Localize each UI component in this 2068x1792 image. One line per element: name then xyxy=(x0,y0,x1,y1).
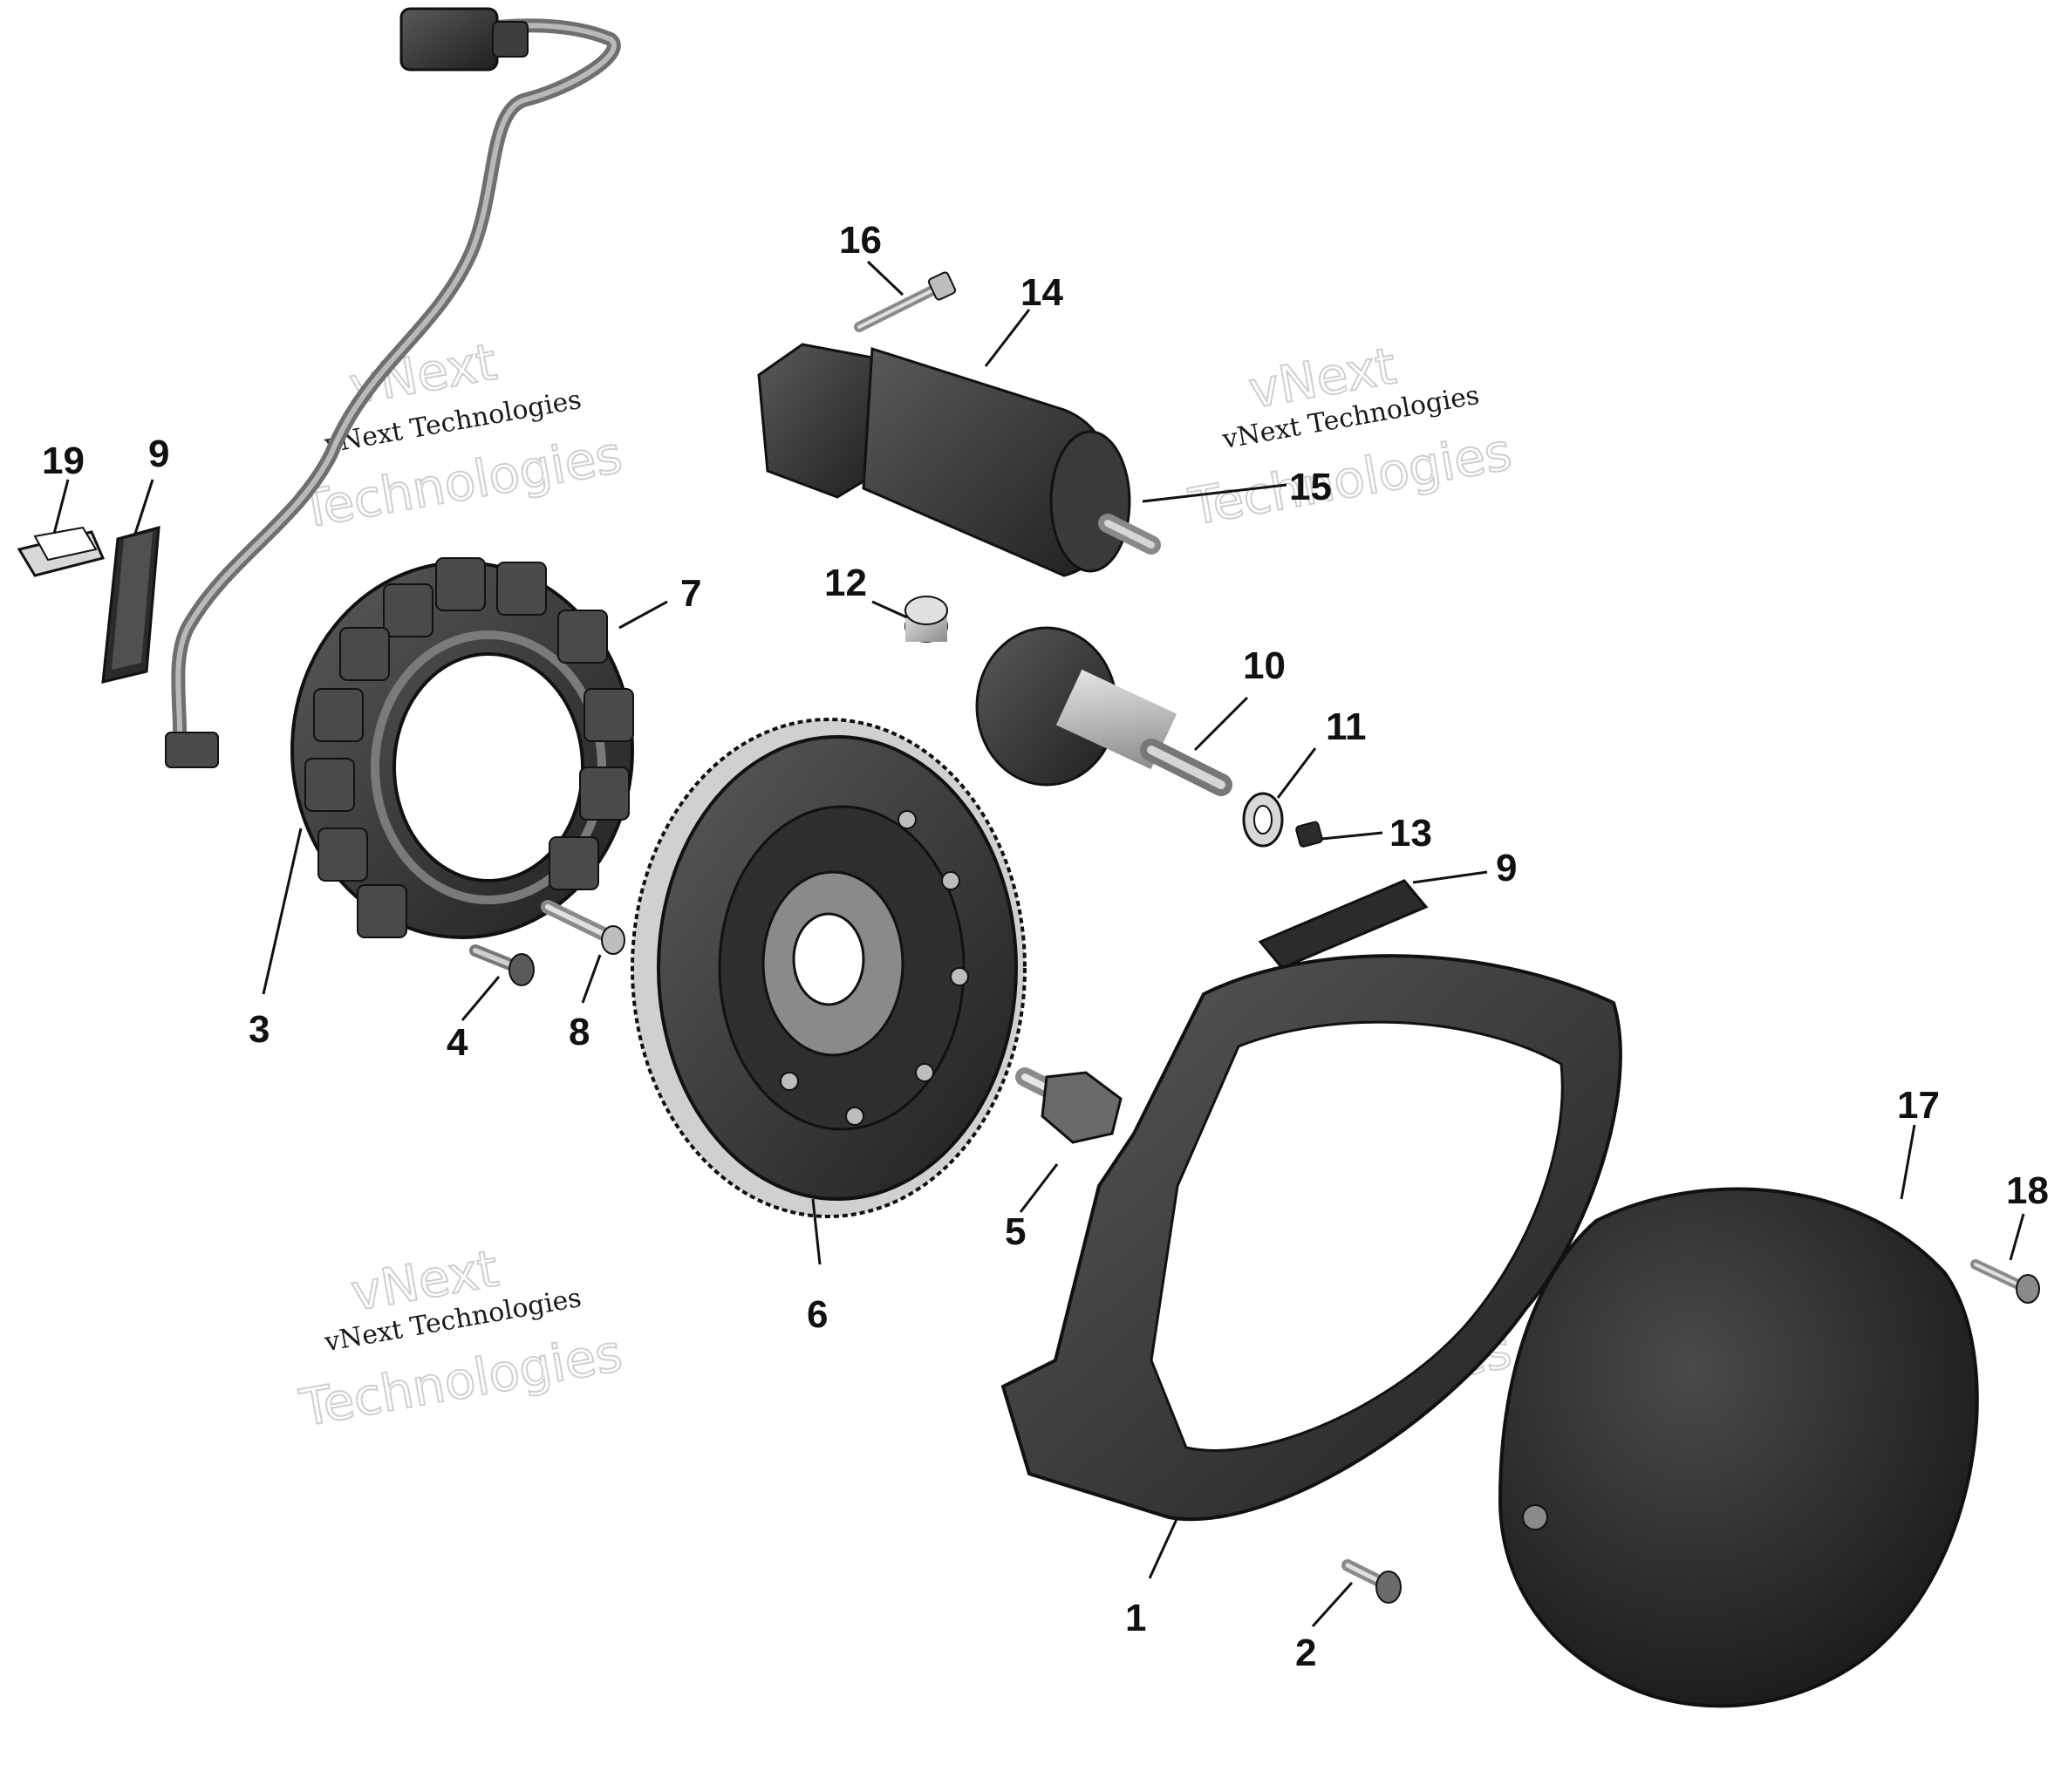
plug-bolt-5-part xyxy=(1015,1067,1123,1144)
callout-9-left: 9 xyxy=(148,433,169,475)
leader-4 xyxy=(461,976,501,1021)
leader-6 xyxy=(811,1198,822,1265)
callout-16: 16 xyxy=(839,219,882,262)
leader-1 xyxy=(1148,1516,1179,1579)
watermark-top-left: vNext vNext Technologies Technologies xyxy=(294,331,627,541)
leader-8 xyxy=(581,954,602,1004)
leader-13 xyxy=(1321,831,1383,841)
leader-7 xyxy=(618,600,668,630)
callout-7: 7 xyxy=(680,572,701,615)
callout-1: 1 xyxy=(1125,1597,1146,1639)
flywheel-part xyxy=(631,718,1027,1218)
leader-9b xyxy=(1412,870,1488,884)
leader-2 xyxy=(1311,1581,1354,1628)
wiring-harness-part xyxy=(165,7,621,768)
leader-3 xyxy=(262,828,303,995)
screw-2-part xyxy=(1341,1559,1402,1604)
tape-strip-right-part xyxy=(1258,879,1429,970)
watermark-bottom-left: vNext vNext Technologies Technologies xyxy=(294,1237,627,1439)
cover-17-part xyxy=(1498,1187,1979,1708)
leader-19 xyxy=(52,479,70,535)
screw-4-part xyxy=(469,944,535,986)
callout-14: 14 xyxy=(1020,271,1063,314)
callout-12: 12 xyxy=(824,562,867,604)
leader-10 xyxy=(1193,696,1249,752)
harness-connector xyxy=(399,7,499,72)
leader-14 xyxy=(984,309,1031,367)
bolt-18-part xyxy=(1970,1259,2040,1304)
callout-13: 13 xyxy=(1389,812,1432,855)
bolt-8-part xyxy=(541,900,625,955)
callout-18: 18 xyxy=(2006,1169,2049,1212)
callout-10: 10 xyxy=(1243,644,1286,687)
callout-labels: 16 14 15 12 10 11 13 9 19 9 7 3 4 8 6 5 … xyxy=(42,219,2049,1674)
callout-9-right: 9 xyxy=(1496,847,1517,889)
callout-19: 19 xyxy=(42,439,85,482)
starter-motor-part xyxy=(757,343,1161,577)
bolt-16-part xyxy=(854,271,957,332)
watermark-top-right: vNext vNext Technologies Technologies xyxy=(1184,335,1517,537)
harness-clip-part xyxy=(17,526,106,577)
leader-12 xyxy=(871,600,908,619)
callout-8: 8 xyxy=(569,1011,590,1053)
tape-strip-left-part xyxy=(101,525,160,684)
leader-lines xyxy=(52,260,2025,1628)
leader-5 xyxy=(1019,1163,1059,1213)
callout-11: 11 xyxy=(1326,705,1367,748)
leader-9a xyxy=(133,479,154,535)
callout-17: 17 xyxy=(1897,1084,1940,1127)
leader-11 xyxy=(1276,747,1317,799)
housing-1-part xyxy=(1000,954,1622,1522)
washer-11-part xyxy=(1242,792,1284,848)
leader-18 xyxy=(2009,1213,2025,1261)
callout-3: 3 xyxy=(249,1008,270,1051)
leader-15 xyxy=(1142,483,1287,503)
plug-13-part xyxy=(1295,821,1323,848)
callout-4: 4 xyxy=(447,1021,468,1064)
callout-5: 5 xyxy=(1005,1210,1026,1253)
bushing-12-part xyxy=(904,596,948,643)
callout-15: 15 xyxy=(1289,466,1332,508)
callout-6: 6 xyxy=(807,1293,828,1336)
stator-part xyxy=(290,557,634,939)
leader-16 xyxy=(866,260,904,296)
callout-2: 2 xyxy=(1295,1632,1316,1674)
leader-17 xyxy=(1900,1124,1916,1200)
starter-drive-part xyxy=(975,626,1232,796)
